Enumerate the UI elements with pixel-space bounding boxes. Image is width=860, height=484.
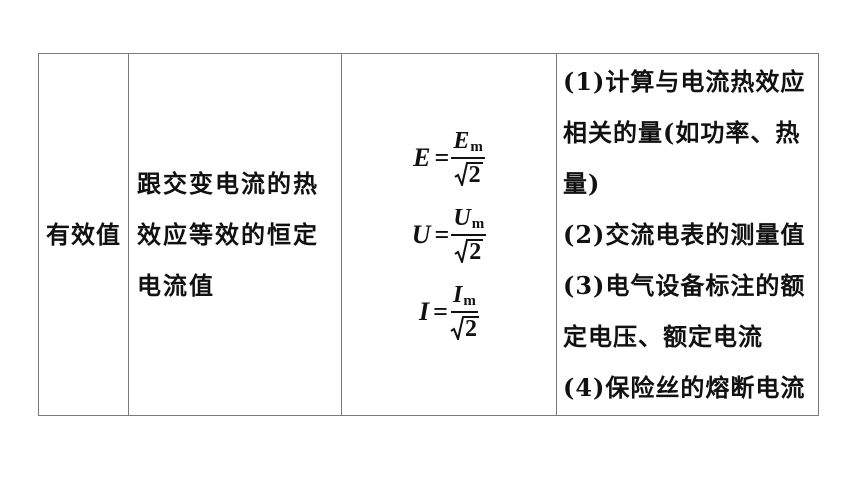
numerator-symbol: I — [453, 282, 463, 308]
square-root-icon — [454, 162, 468, 186]
uses-line: 定电压、额定电流 — [563, 322, 763, 351]
definition-line: 跟交变电流的热 — [137, 169, 319, 198]
formula-equals: = — [434, 142, 450, 172]
uses-line: 相关的量(如功率、热 — [563, 118, 801, 147]
fraction: Um 2 — [451, 205, 487, 265]
formula-lhs: U — [411, 219, 431, 249]
fraction: Em 2 — [451, 129, 485, 188]
definition-table: 有效值 跟交变电流的热 效应等效的恒定 电流值 E = Em 2 — [38, 53, 819, 416]
uses-line: (4)保险丝的熔断电流 — [563, 373, 806, 402]
numerator-subscript: m — [470, 139, 483, 155]
numerator-subscript: m — [463, 293, 476, 309]
fraction-numerator: Um — [451, 205, 487, 236]
fraction-numerator: Em — [451, 129, 485, 159]
definition-line: 电流值 — [137, 271, 215, 300]
square-root-icon — [454, 239, 469, 263]
fraction-denominator: 2 — [450, 313, 479, 342]
formula-i: I = Im 2 — [419, 283, 479, 342]
numerator-subscript: m — [471, 216, 485, 232]
fraction-denominator: 2 — [454, 236, 484, 265]
formula-cell: E = Em 2 U = Um 2 — [341, 53, 557, 416]
uses-line: 量) — [563, 169, 601, 198]
fraction-denominator: 2 — [454, 159, 483, 188]
formula-equals: = — [434, 219, 450, 249]
uses-line: (1)计算与电流热效应 — [563, 67, 806, 96]
definition-line: 效应等效的恒定 — [137, 220, 319, 249]
term-label: 有效值 — [46, 220, 121, 249]
definition-cell: 跟交变电流的热 效应等效的恒定 电流值 — [128, 53, 342, 416]
uses-cell: (1)计算与电流热效应 相关的量(如功率、热 量) (2)交流电表的测量值 (3… — [556, 53, 819, 416]
formula-lhs: I — [419, 296, 430, 326]
square-root-icon — [450, 316, 464, 340]
fraction-numerator: Im — [451, 283, 478, 313]
formula-equals: = — [433, 296, 448, 326]
term-cell: 有效值 — [38, 53, 129, 416]
radicand: 2 — [462, 316, 479, 342]
formula-u: U = Um 2 — [411, 205, 487, 265]
radicand: 2 — [466, 162, 483, 188]
numerator-symbol: U — [453, 205, 471, 231]
formula-stack: E = Em 2 U = Um 2 — [342, 119, 556, 350]
table-row: 有效值 跟交变电流的热 效应等效的恒定 电流值 E = Em 2 — [38, 53, 819, 416]
formula-lhs: E — [413, 142, 431, 172]
numerator-symbol: E — [453, 128, 470, 154]
radicand: 2 — [467, 239, 484, 265]
formula-e: E = Em 2 — [413, 129, 485, 188]
uses-line: (3)电气设备标注的额 — [563, 271, 806, 300]
uses-line: (2)交流电表的测量值 — [563, 220, 806, 249]
fraction: Im 2 — [450, 283, 479, 342]
